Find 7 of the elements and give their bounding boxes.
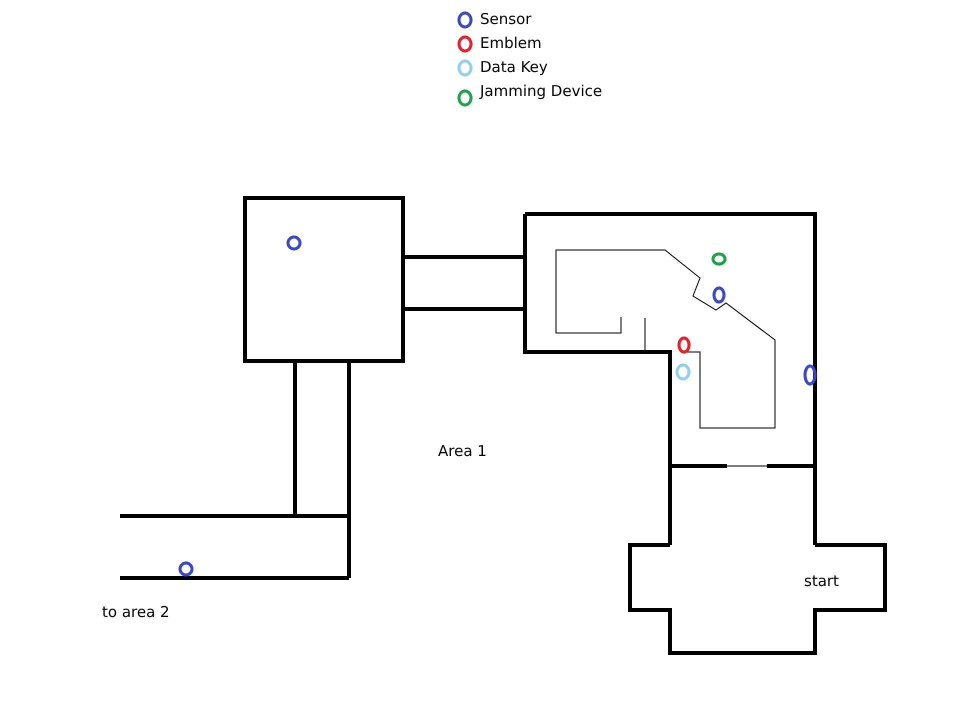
legend-label: Data Key: [480, 58, 548, 76]
map-label: to area 2: [102, 603, 170, 621]
map-label: start: [804, 572, 839, 590]
legend-label: Sensor: [480, 10, 532, 28]
legend-label: Emblem: [480, 34, 542, 52]
legend-label: Jamming Device: [480, 82, 602, 100]
map-label: Area 1: [438, 442, 487, 460]
